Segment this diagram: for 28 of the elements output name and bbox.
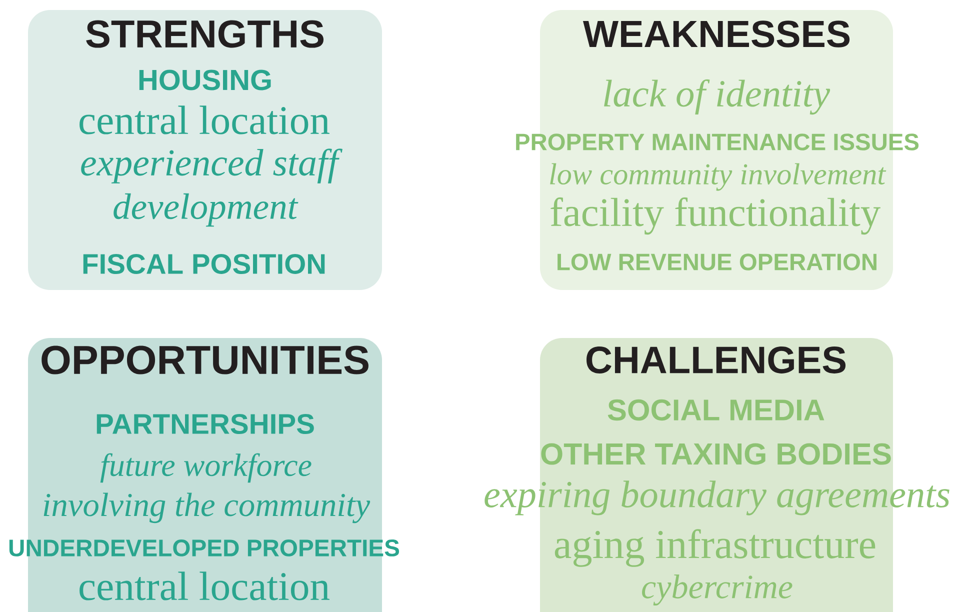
item-text: UNDERDEVELOPED PROPERTIES	[9, 540, 400, 556]
quadrant-heading: STRENGTHS	[86, 20, 324, 48]
item-text: FISCAL POSITION	[83, 254, 325, 274]
item-text: central location	[80, 572, 330, 600]
item-text: aging infrastructure	[554, 529, 876, 567]
item-text: facility functionality	[550, 197, 880, 235]
quadrant-box	[484, 338, 950, 612]
quadrant-heading: WEAKNESSES	[582, 20, 850, 48]
item-text: HOUSING	[139, 70, 271, 90]
item-text: PARTNERSHIPS	[96, 414, 314, 434]
item-text: central location	[80, 106, 330, 134]
quadrant-heading: CHALLENGES	[586, 346, 846, 374]
item-text: cybercrime	[642, 574, 792, 606]
item-text: experienced staff	[81, 148, 342, 184]
item-text: future workforce	[100, 453, 312, 483]
quadrant-heading: OPPORTUNITIES	[42, 346, 368, 374]
item-text: involving the community	[44, 492, 370, 524]
item-text: expiring boundary agreements	[484, 480, 950, 516]
item-text: PROPERTY MAINTENANCE ISSUES	[516, 134, 919, 150]
item-text: development	[114, 193, 298, 227]
quadrant-box	[9, 338, 400, 612]
item-text: LOW REVENUE OPERATION	[558, 254, 876, 270]
quadrant-box	[516, 10, 919, 290]
item-text: low community involvement	[550, 163, 886, 191]
quadrant-box	[28, 10, 382, 290]
item-text: OTHER TAXING BODIES	[541, 443, 891, 465]
item-text: SOCIAL MEDIA	[608, 399, 824, 421]
item-text: lack of identity	[604, 79, 830, 115]
